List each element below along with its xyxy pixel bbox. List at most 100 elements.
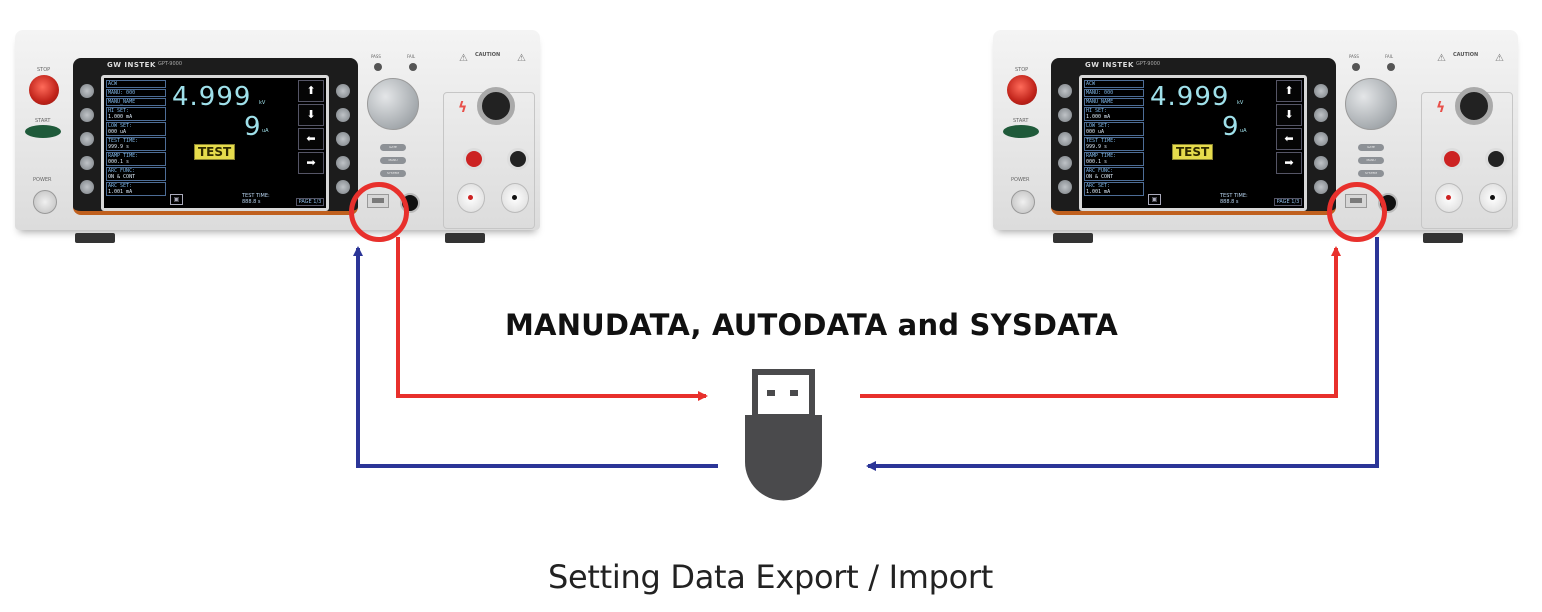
fail-label: FAIL [1385, 54, 1394, 59]
brand-logo: GW INSTEK [107, 61, 156, 69]
left-function-key[interactable] [80, 156, 94, 170]
page-indicator[interactable]: PAGE 1/3 [296, 198, 324, 206]
save-disk-icon: ▣ [1148, 194, 1161, 205]
fail-label: FAIL [407, 54, 416, 59]
arrow-down-icon[interactable]: ⬇ [1276, 104, 1302, 126]
stop-button[interactable] [1007, 75, 1037, 105]
left-function-key[interactable] [1058, 156, 1072, 170]
import-arrow-target-to-usb [866, 237, 1379, 471]
instrument-foot [75, 233, 115, 243]
right-soft-key[interactable] [1314, 132, 1328, 146]
high-voltage-output-jack [477, 87, 515, 125]
right-soft-key[interactable] [336, 132, 350, 146]
parameter-value: ON & CONT [108, 174, 136, 180]
parameter-label: HI SET: [108, 108, 130, 114]
parameter-label: MANU: 000 [108, 90, 136, 96]
right-soft-key[interactable] [1314, 108, 1328, 122]
right-soft-key[interactable] [1314, 84, 1328, 98]
parameter-value: 000.1 s [108, 159, 130, 165]
left-function-key[interactable] [80, 108, 94, 122]
parameter-value: 999.9 s [1086, 144, 1108, 150]
right-soft-key[interactable] [336, 180, 350, 194]
function-button[interactable]: SYSTEM [380, 170, 406, 177]
arrow-down-icon[interactable]: ⬇ [298, 104, 324, 126]
page-indicator[interactable]: PAGE 1/3 [1274, 198, 1302, 206]
right-soft-key[interactable] [336, 84, 350, 98]
left-function-key[interactable] [1058, 132, 1072, 146]
parameter-item: ARC SET:1.001 mA [106, 182, 166, 196]
parameter-item: RAMP TIME:000.1 s [1084, 152, 1144, 166]
import-arrow-usb-to-source [353, 246, 718, 468]
arrow-up-icon[interactable]: ⬆ [1276, 80, 1302, 102]
instrument-foot [1053, 233, 1093, 243]
instrument-foot [445, 233, 485, 243]
power-button[interactable] [33, 190, 57, 214]
arrow-right-icon[interactable]: ➡ [1276, 152, 1302, 174]
parameter-label: ARC FUNC: [108, 168, 136, 174]
parameter-label: ARC SET: [108, 183, 133, 189]
parameter-item: RAMP TIME:000.1 s [106, 152, 166, 166]
left-function-key[interactable] [1058, 84, 1072, 98]
parameter-value: 1.000 mA [1086, 114, 1111, 120]
right-soft-key[interactable] [1314, 180, 1328, 194]
save-disk-icon: ▣ [170, 194, 183, 205]
test-status-badge: TEST [194, 144, 236, 160]
right-soft-key[interactable] [1314, 156, 1328, 170]
red-banana-jack [1441, 148, 1463, 170]
left-function-key[interactable] [80, 180, 94, 194]
rotary-knob[interactable] [367, 78, 419, 130]
parameter-value: 000 uA [1086, 129, 1105, 135]
parameter-item: HI SET:1.000 mA [106, 107, 166, 121]
power-button[interactable] [1011, 190, 1035, 214]
parameter-value: 000.1 s [1086, 159, 1108, 165]
current-unit: uA [1240, 128, 1247, 134]
start-button[interactable] [1003, 125, 1039, 138]
parameter-item: ARC FUNC:ON & CONT [106, 167, 166, 181]
left-function-key[interactable] [1058, 180, 1072, 194]
start-button[interactable] [25, 125, 61, 138]
function-button[interactable]: MANU [380, 157, 406, 164]
usb-port-highlight-source [349, 182, 409, 242]
stop-label: STOP [1015, 67, 1029, 73]
power-label: POWER [33, 177, 52, 183]
current-unit: uA [262, 128, 269, 134]
fail-led [1387, 63, 1395, 71]
left-function-key[interactable] [80, 84, 94, 98]
arrow-left-icon[interactable]: ⬅ [1276, 128, 1302, 150]
parameter-item: TEST TIME:999.9 s [106, 137, 166, 151]
data-types-label: MANUDATA, AUTODATA and SYSDATA [505, 308, 1118, 342]
parameter-item: MANU: 000 [1084, 89, 1144, 97]
parameter-item: LOW SET:000 uA [1084, 122, 1144, 136]
usb-flash-drive-icon [745, 369, 822, 501]
function-button[interactable]: GATE [1358, 144, 1384, 151]
rotary-knob[interactable] [1345, 78, 1397, 130]
left-function-key[interactable] [80, 132, 94, 146]
arrow-up-icon[interactable]: ⬆ [298, 80, 324, 102]
function-button[interactable]: SYSTEM [1358, 170, 1384, 177]
test-time-readout: TEST TIME:888.8 s [1220, 193, 1248, 205]
brand-logo: GW INSTEK [1085, 61, 1134, 69]
black-banana-jack [1485, 148, 1507, 170]
caution-label: CAUTION [475, 52, 501, 58]
diagram-caption: Setting Data Export / Import [548, 558, 994, 596]
function-button[interactable]: MANU [1358, 157, 1384, 164]
parameter-value: 999.9 s [108, 144, 130, 150]
arrow-left-icon[interactable]: ⬅ [298, 128, 324, 150]
red-binding-post [457, 183, 485, 213]
right-soft-key[interactable] [336, 156, 350, 170]
left-function-key[interactable] [1058, 108, 1072, 122]
arrow-right-icon[interactable]: ➡ [298, 152, 324, 174]
function-button[interactable]: GATE [380, 144, 406, 151]
right-soft-key[interactable] [336, 108, 350, 122]
stop-button[interactable] [29, 75, 59, 105]
parameter-item: MANU: 000 [106, 89, 166, 97]
soft-key-menu: ⬆⬇⬅➡ [1276, 80, 1302, 176]
parameter-value: 1.001 mA [108, 189, 133, 195]
black-binding-post [501, 183, 529, 213]
